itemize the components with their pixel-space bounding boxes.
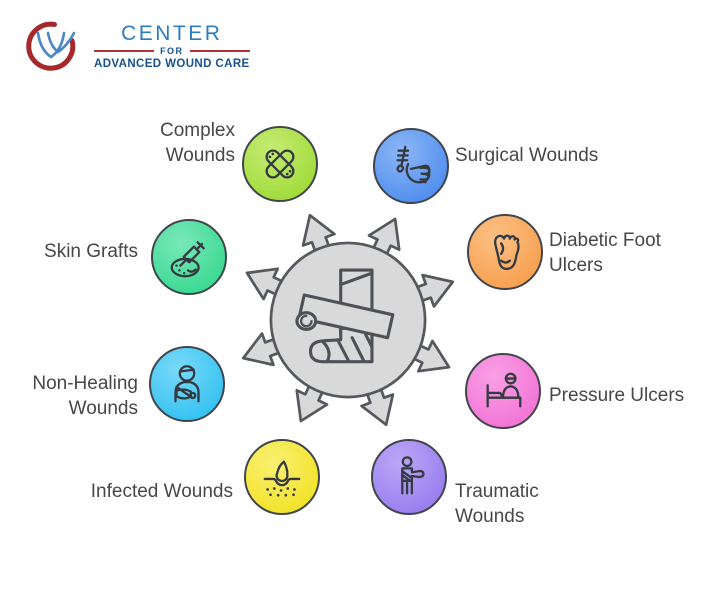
label-complex-wounds: Complex Wounds bbox=[160, 120, 235, 166]
logo-w-mark-icon bbox=[26, 21, 76, 71]
logo-subtitle: ADVANCED WOUND CARE bbox=[94, 57, 250, 70]
node-diabetic-foot-ulcers bbox=[467, 214, 543, 290]
patient-in-bed-icon bbox=[486, 372, 522, 408]
label-traumatic-wounds: Traumatic Wounds bbox=[455, 481, 539, 527]
node-surgical-wounds bbox=[373, 128, 449, 204]
label-diabetic-foot-ulcers: Diabetic Foot Ulcers bbox=[549, 230, 661, 276]
node-traumatic-wounds bbox=[371, 439, 447, 515]
wound-drop-icon bbox=[263, 460, 301, 497]
logo-for: FOR bbox=[160, 45, 184, 56]
arm-sling-person-icon bbox=[401, 456, 425, 495]
logo: CENTER FOR ADVANCED WOUND CARE bbox=[24, 16, 250, 76]
label-skin-grafts: Skin Grafts bbox=[44, 241, 138, 262]
skin-graft-syringe-icon bbox=[170, 241, 205, 278]
label-surgical-wounds: Surgical Wounds bbox=[455, 145, 599, 166]
logo-rule-left bbox=[94, 49, 155, 52]
hub-bandaged-limb bbox=[236, 208, 460, 432]
crossed-bandages-icon bbox=[265, 149, 295, 179]
logo-rule-right bbox=[189, 49, 250, 52]
logo-text: CENTER FOR ADVANCED WOUND CARE bbox=[94, 21, 250, 70]
bandaged-leg-cast-icon bbox=[295, 268, 395, 364]
bandaged-patient-icon bbox=[174, 365, 200, 403]
node-skin-grafts bbox=[151, 219, 227, 295]
sutured-fist-icon bbox=[396, 145, 431, 184]
label-infected-wounds: Infected Wounds bbox=[90, 481, 233, 502]
node-infected-wounds bbox=[244, 439, 320, 515]
node-non-healing-wounds bbox=[149, 346, 225, 422]
node-pressure-ulcers bbox=[465, 353, 541, 429]
label-non-healing-wounds: Non-Healing Wounds bbox=[32, 373, 138, 419]
label-pressure-ulcers: Pressure Ulcers bbox=[549, 385, 685, 406]
node-complex-wounds bbox=[242, 126, 318, 202]
logo-divider: FOR bbox=[94, 46, 250, 56]
foot-sole-icon bbox=[493, 234, 520, 271]
logo-title: CENTER bbox=[121, 21, 223, 45]
